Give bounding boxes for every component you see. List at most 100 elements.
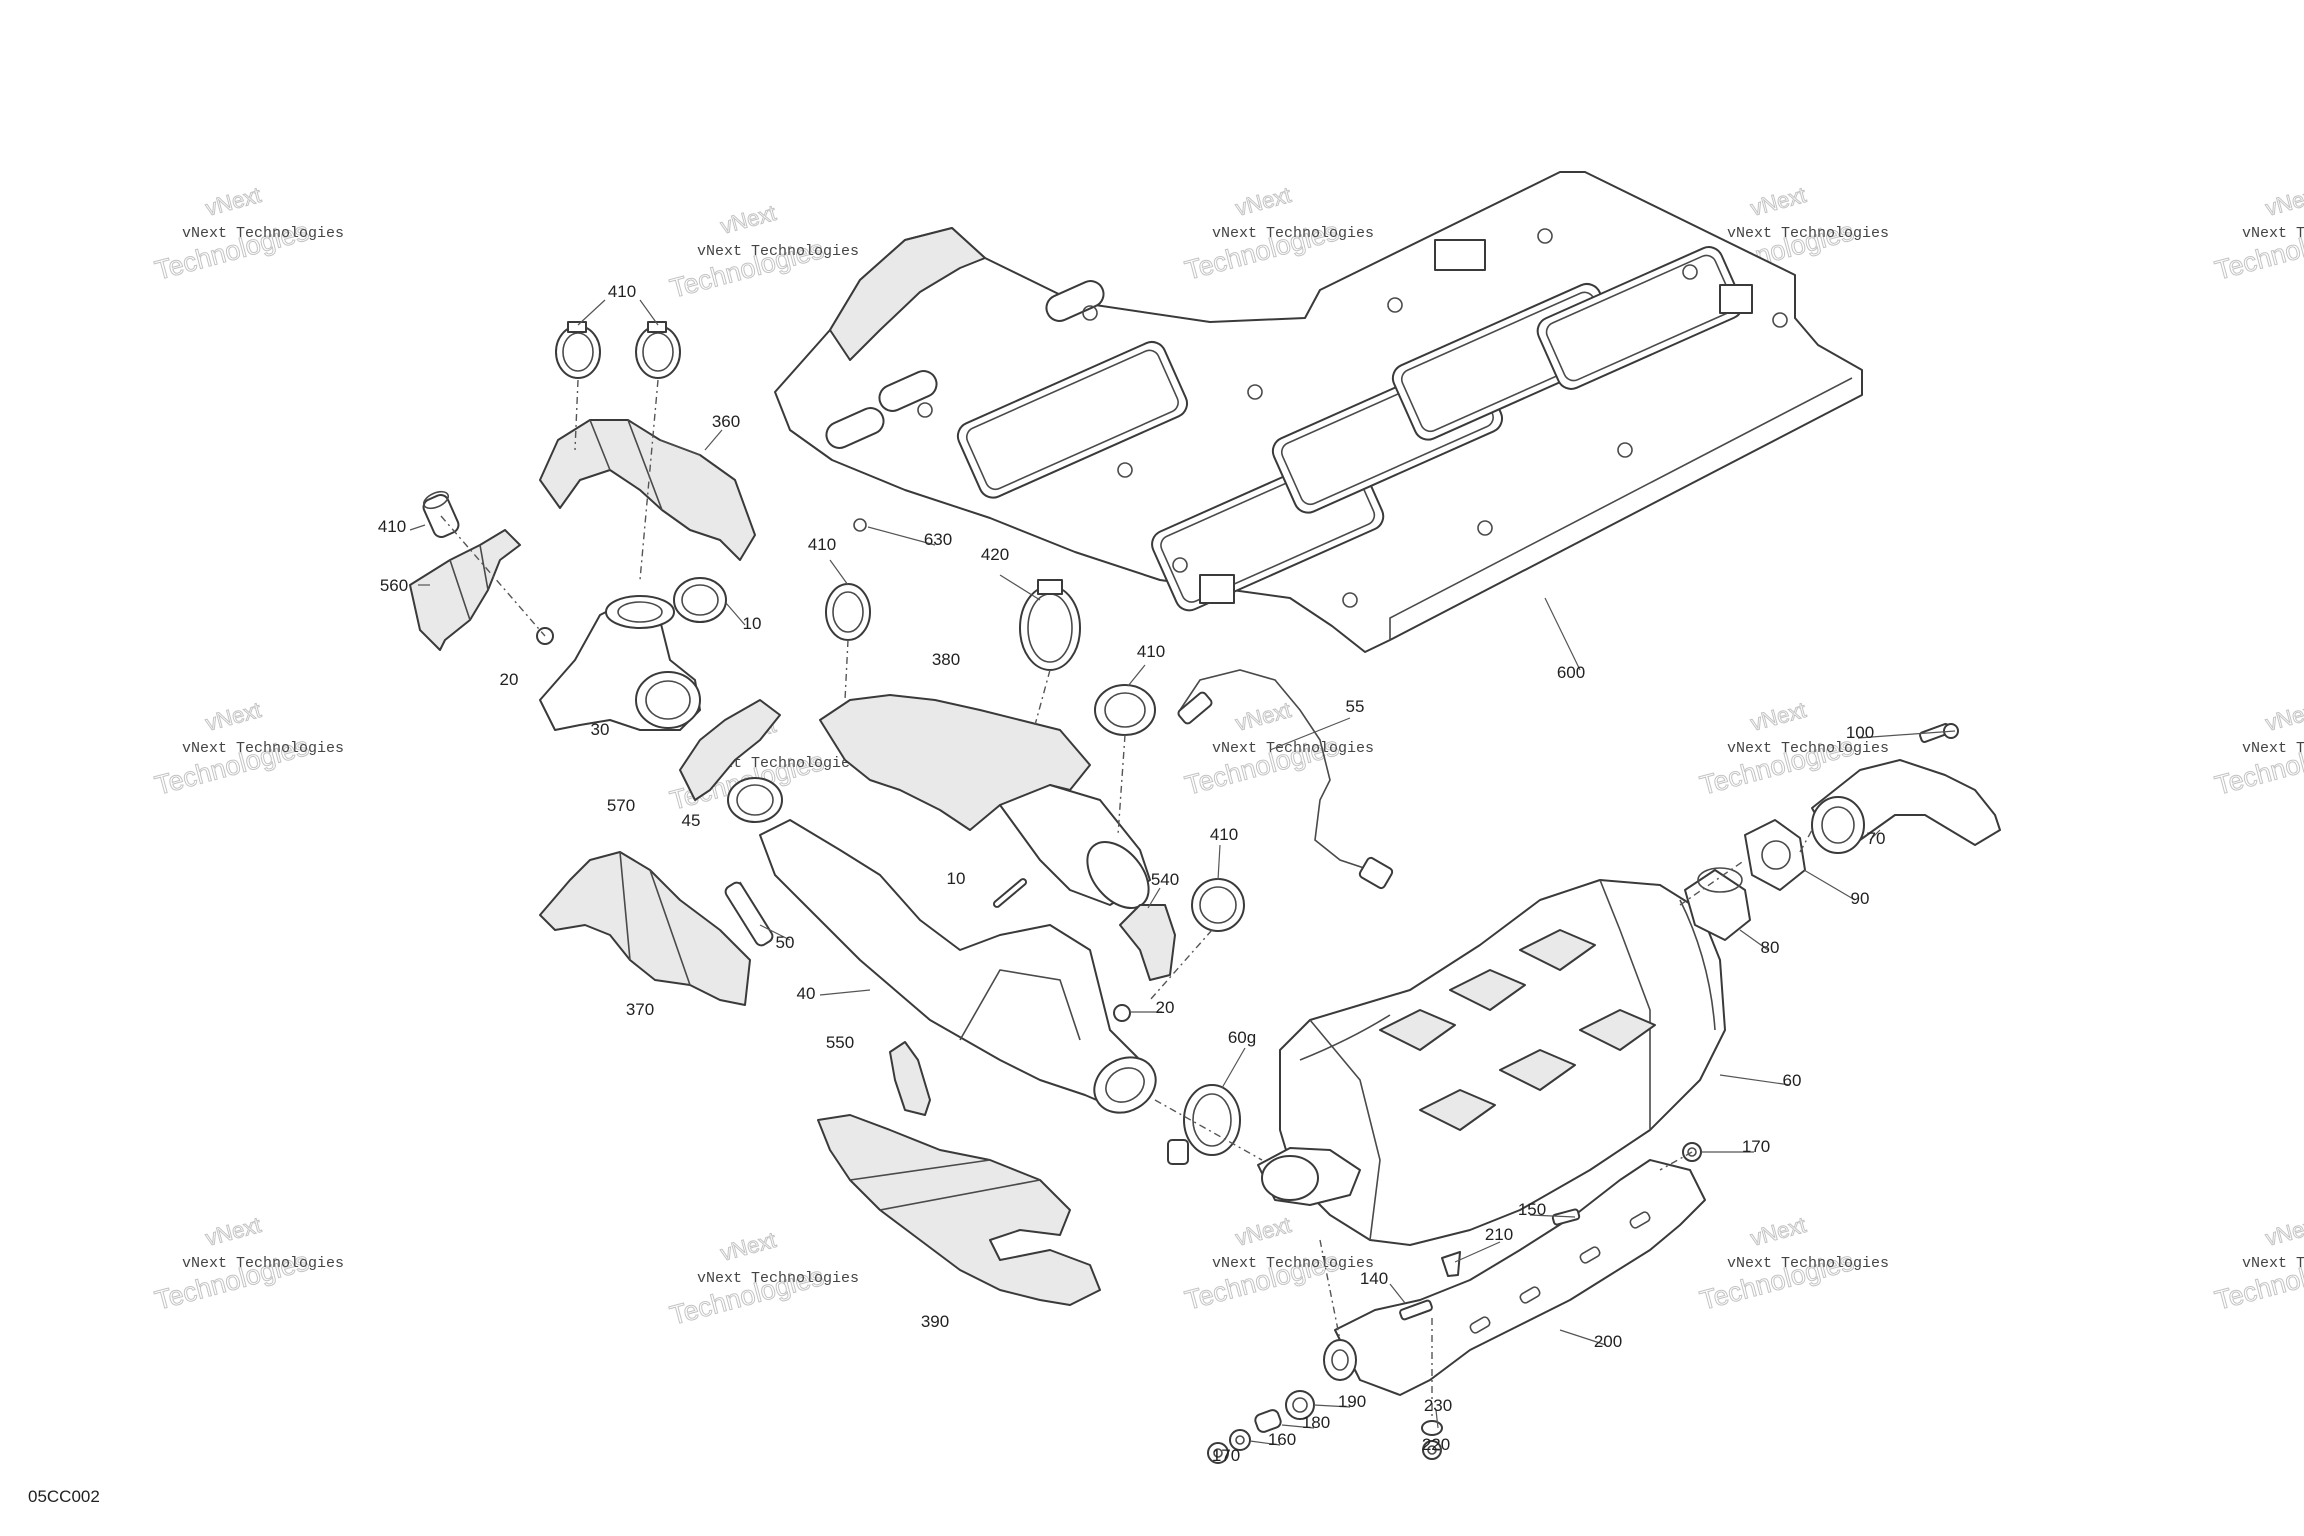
part-140-bolt	[1399, 1299, 1433, 1321]
part-600-skid-plate	[774, 171, 1863, 653]
part-170-nut-lower	[1207, 1442, 1229, 1464]
callout-55-14: 55	[1346, 697, 1365, 716]
callout-20-5: 20	[500, 670, 519, 689]
part-60g-clamp	[1167, 1084, 1241, 1165]
part-410-clamp-d	[1094, 684, 1156, 736]
part-10-gasket	[673, 577, 727, 623]
callout-20-26: 20	[1156, 998, 1175, 1017]
part-70-tailpipe	[1811, 759, 2001, 854]
watermark-line3: vNext	[2263, 182, 2304, 221]
watermark-line1: vNext Technologies	[1727, 740, 1889, 757]
watermark-line3: vNext	[718, 1227, 779, 1266]
watermark-line3: vNext	[1233, 182, 1294, 221]
part-540-heat-shield	[1119, 904, 1176, 981]
part-410-clamp-c	[825, 583, 871, 641]
part-60-muffler	[1257, 879, 1726, 1246]
callout-170-30: 170	[1742, 1137, 1770, 1156]
part-50-spring	[724, 881, 774, 947]
callout-560-3: 560	[380, 576, 408, 595]
part-200-bracket	[1323, 1159, 1706, 1396]
callout-550-27: 550	[826, 1033, 854, 1052]
assembly-lines	[440, 379, 1813, 1420]
watermark-line3: vNext	[1233, 1212, 1294, 1251]
callout-160-39: 160	[1268, 1430, 1296, 1449]
part-390-heat-shield	[817, 1114, 1101, 1306]
part-210-rivet	[1441, 1251, 1461, 1277]
drawing-code: 05CC002	[28, 1487, 100, 1506]
watermark-line3: vNext	[203, 1212, 264, 1251]
callout-420-10: 420	[981, 545, 1009, 564]
callout-10-21: 10	[947, 869, 966, 888]
part-360-heat-shield	[539, 419, 756, 561]
part-570-heat-shield	[679, 699, 781, 801]
watermark-line1: vNext Technologies	[2242, 740, 2304, 757]
watermark-line3: vNext	[1233, 697, 1294, 736]
part-420-clamp	[1019, 579, 1081, 671]
part-410-clamp-e	[1191, 878, 1245, 932]
watermark-line1: vNext Technologies	[1727, 1255, 1889, 1272]
callout-410-13: 410	[1137, 642, 1165, 661]
watermark-line1: vNext Technologies	[697, 243, 859, 260]
callout-190-36: 190	[1338, 1392, 1366, 1411]
part-230-washer	[1421, 1420, 1443, 1436]
watermark-line1: vNext Technologies	[1212, 1255, 1374, 1272]
callout-370-24: 370	[626, 1000, 654, 1019]
part-370-heat-shield	[539, 851, 751, 1006]
callout-410-11: 410	[808, 535, 836, 554]
callout-360-1: 360	[712, 412, 740, 431]
part-550-heat-shield	[889, 1041, 931, 1116]
callout-60-29: 60	[1783, 1071, 1802, 1090]
callout-140-33: 140	[1360, 1269, 1388, 1288]
callout-570-7: 570	[607, 796, 635, 815]
watermark-line1: vNext Technologies	[1212, 225, 1374, 242]
callout-200-34: 200	[1594, 1332, 1622, 1351]
part-10-pin	[992, 878, 1028, 908]
watermark-line1: vNext Technologies	[182, 225, 344, 242]
part-55-o2-sensor	[1177, 669, 1394, 890]
callout-150-31: 150	[1518, 1200, 1546, 1219]
callout-230-38: 230	[1424, 1396, 1452, 1415]
part-80-pipe	[1684, 867, 1751, 941]
watermark-line3: vNext	[1748, 1212, 1809, 1251]
callout-210-32: 210	[1485, 1225, 1513, 1244]
part-160-washer	[1229, 1429, 1251, 1451]
watermark-line3: vNext	[1748, 182, 1809, 221]
callout-50-23: 50	[776, 933, 795, 952]
watermark-line1: vNext Technologies	[182, 1255, 344, 1272]
part-410-clamp-a	[555, 321, 601, 379]
watermark-line1: vNext Technologies	[1212, 740, 1374, 757]
watermark-line1: vNext Technologies	[2242, 225, 2304, 242]
callout-540-22: 540	[1151, 870, 1179, 889]
callout-600-15: 600	[1557, 663, 1585, 682]
callout-410-2: 410	[378, 517, 406, 536]
callout-170-41: 170	[1212, 1446, 1240, 1465]
part-560-heat-shield	[409, 529, 521, 651]
watermark-line3: vNext	[2263, 1212, 2304, 1251]
part-20-nut-right	[1113, 1004, 1131, 1022]
callout-220-40: 220	[1422, 1435, 1450, 1454]
watermark-line3: vNext	[718, 200, 779, 239]
watermark-line3: vNext	[1748, 697, 1809, 736]
part-40-exhaust-pipe	[759, 819, 1157, 1114]
watermark-line1: vNext Technologies	[2242, 1255, 2304, 1272]
part-380-heat-shield-cat	[819, 694, 1151, 909]
callout-30-6: 30	[591, 720, 610, 739]
callout-10-4: 10	[743, 614, 762, 633]
callout-390-35: 390	[921, 1312, 949, 1331]
callout-40-25: 40	[797, 984, 816, 1003]
callout-45-8: 45	[682, 811, 701, 830]
watermark-line3: vNext	[203, 697, 264, 736]
